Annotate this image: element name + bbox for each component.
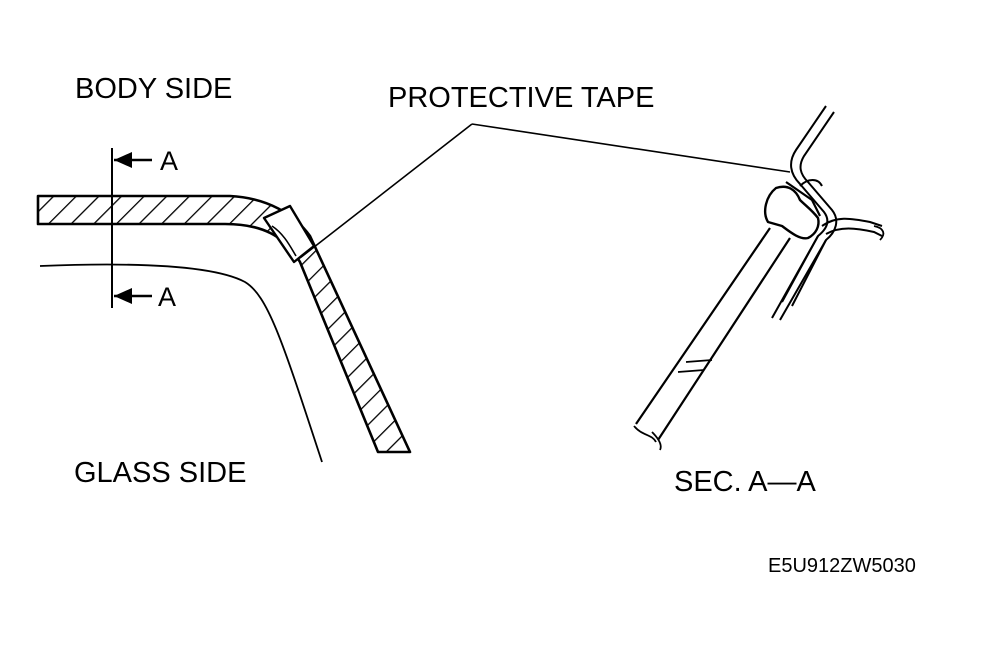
protective-tape-shape xyxy=(262,204,316,264)
label-section-marker-top: A xyxy=(160,146,179,176)
label-protective-tape: PROTECTIVE TAPE xyxy=(388,82,655,114)
section-body-panel-lower xyxy=(771,235,827,321)
section-molding-lip xyxy=(799,179,823,187)
label-section-title: SEC. A—A xyxy=(674,466,816,498)
protective-tape-inner-line xyxy=(271,225,297,257)
section-inner-flange xyxy=(821,217,883,237)
section-flange-end xyxy=(873,225,885,241)
section-molding-clip xyxy=(764,185,820,240)
section-protective-tape xyxy=(785,181,821,217)
label-section-marker-bottom: A xyxy=(158,282,177,312)
label-body-side: BODY SIDE xyxy=(75,73,233,105)
section-glass-break-end xyxy=(633,425,662,451)
section-body-panel-outer xyxy=(781,105,829,303)
leader-line-right xyxy=(471,123,791,173)
section-glass-plate xyxy=(635,227,791,441)
body-flange-hatched-strip xyxy=(36,194,412,454)
section-arrow-top-head xyxy=(114,152,132,168)
section-arrow-bottom-head xyxy=(114,288,132,304)
label-figure-code: E5U912ZW5030 xyxy=(768,555,916,577)
section-glass-band-bottom xyxy=(677,369,705,373)
label-glass-side: GLASS SIDE xyxy=(74,457,247,489)
section-body-panel-inner xyxy=(791,111,838,307)
section-glass-band-top xyxy=(685,359,713,363)
leader-line-left xyxy=(299,123,473,259)
glass-edge-line xyxy=(39,263,323,463)
